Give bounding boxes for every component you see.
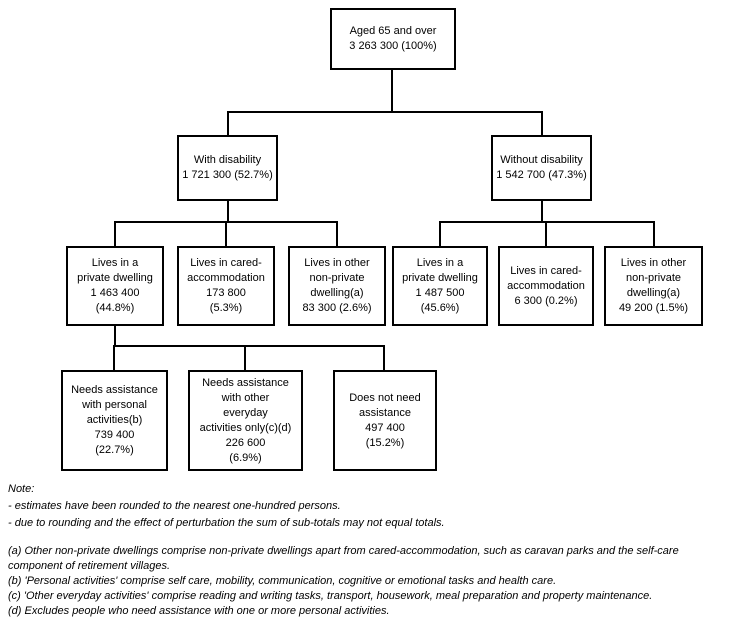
node-value: 6 300 (0.2%) (514, 294, 578, 307)
node-value: 173 800 (206, 287, 246, 299)
node-label: Lives in a (91, 257, 139, 269)
connector-line (336, 221, 338, 246)
node-label: dwelling(a) (310, 287, 364, 299)
node-label: private dwelling (402, 272, 478, 284)
node-value: (44.8%) (95, 302, 135, 314)
connector-line (541, 111, 543, 135)
node-label: activities(b) (86, 414, 143, 426)
node-value: 1 463 400 (90, 287, 140, 299)
node-label: Needs assistance (202, 376, 289, 389)
notes-section: Note: - estimates have been rounded to t… (8, 481, 732, 532)
connector-line (541, 201, 543, 223)
node-label: private dwelling (77, 272, 153, 284)
node-value: 49 200 (1.5%) (618, 302, 689, 314)
connector-line (244, 345, 246, 370)
node-value: (22.7%) (95, 444, 134, 456)
node-label: dwelling(a) (626, 287, 681, 299)
node-value: (5.3%) (209, 302, 243, 314)
node-with-disability: With disability 1 721 300 (52.7%) (177, 135, 278, 201)
footnote-b: (b) 'Personal activities' comprise self … (8, 575, 557, 587)
node-value: 83 300 (2.6%) (302, 302, 372, 314)
node-label: Needs assistance (71, 384, 158, 396)
footnote-d: (d) Excludes people who need assistance … (8, 605, 390, 617)
node-value: (15.2%) (365, 436, 405, 449)
connector-line (227, 201, 229, 223)
connector-line (225, 221, 227, 246)
node-label: activities only(c)(d) (199, 421, 292, 434)
connector-line (114, 326, 116, 347)
node-label: non-private (309, 272, 365, 284)
node-value: (6.9%) (229, 451, 262, 464)
node-label: accommodation (507, 279, 585, 292)
connector-line (227, 111, 543, 113)
footnote-c: (c) 'Other everyday activities' comprise… (8, 590, 653, 602)
connector-line (545, 221, 547, 246)
node-label: with other (221, 391, 270, 404)
node-label: everyday (223, 406, 268, 419)
node-needs-assistance-other: Needs assistance with other everyday act… (188, 370, 303, 471)
note-line: - due to rounding and the effect of pert… (8, 517, 445, 529)
connector-line (113, 345, 385, 347)
node-wd-cared-accommodation: Lives in cared- accommodation 173 800 (5… (177, 246, 275, 326)
connector-line (653, 221, 655, 246)
connector-line (383, 345, 385, 370)
node-label: Does not need (349, 391, 421, 404)
node-label: non-private (625, 272, 682, 284)
node-label: With disability (193, 154, 262, 166)
node-value: 1 487 500 (415, 287, 465, 299)
connector-line (227, 111, 229, 135)
node-wod-private-dwelling: Lives in a private dwelling 1 487 500 (4… (392, 246, 488, 326)
connector-line (439, 221, 441, 246)
footnotes-section: (a) Other non-private dwellings comprise… (8, 544, 734, 619)
node-label: Lives in other (304, 257, 370, 269)
node-wd-private-dwelling: Lives in a private dwelling 1 463 400 (4… (66, 246, 164, 326)
footnote-a: (a) Other non-private dwellings comprise… (8, 545, 679, 572)
node-aged-65-and-over: Aged 65 and over 3 263 300 (100%) (330, 8, 456, 70)
connector-line (439, 221, 655, 223)
node-value: 739 400 (94, 429, 135, 441)
node-value: (45.6%) (420, 302, 460, 314)
connector-line (391, 70, 393, 113)
node-label: Lives in a (416, 257, 464, 269)
node-label: Aged 65 and over (349, 25, 437, 37)
node-needs-assistance-personal: Needs assistance with personal activitie… (61, 370, 168, 471)
node-label: Lives in cared- (190, 257, 262, 269)
node-label: assistance (359, 406, 411, 419)
node-label: with personal (82, 399, 147, 411)
node-value: 1 721 300 (52.7%) (182, 169, 273, 181)
connector-line (114, 221, 116, 246)
node-does-not-need-assistance: Does not need assistance 497 400 (15.2%) (333, 370, 437, 471)
connector-line (113, 345, 115, 370)
node-without-disability: Without disability 1 542 700 (47.3%) (491, 135, 592, 201)
notes-title: Note: (8, 483, 35, 495)
node-label: accommodation (187, 272, 265, 284)
node-value: 3 263 300 (100%) (349, 40, 437, 52)
node-value: 1 542 700 (47.3%) (496, 169, 587, 181)
node-label: Lives in cared- (510, 264, 582, 277)
node-label: Without disability (500, 154, 583, 166)
node-value: 226 600 (225, 436, 266, 449)
node-wod-other-non-private: Lives in other non-private dwelling(a) 4… (604, 246, 703, 326)
node-wd-other-non-private: Lives in other non-private dwelling(a) 8… (288, 246, 386, 326)
node-value: 497 400 (365, 421, 405, 434)
note-line: - estimates have been rounded to the nea… (8, 500, 341, 512)
node-label: Lives in other (620, 257, 687, 269)
node-wod-cared-accommodation: Lives in cared- accommodation 6 300 (0.2… (498, 246, 594, 326)
